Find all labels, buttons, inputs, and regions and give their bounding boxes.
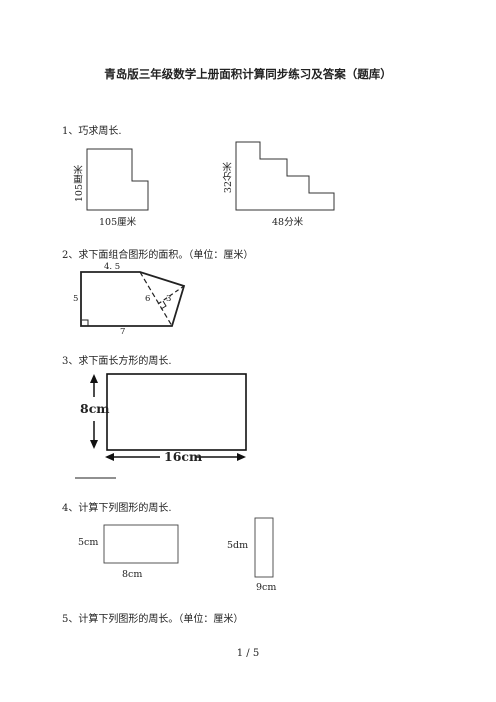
q1-figure-1-shape: [86, 148, 149, 211]
q2-left-label: 5: [73, 294, 79, 304]
question-4-text: 4、计算下列图形的周长.: [62, 503, 172, 514]
q2-bottom-label: 7: [120, 327, 126, 337]
q3-arrow-up: [90, 374, 98, 383]
q2-dashed-height: [157, 285, 185, 305]
q3-arrow-right: [237, 453, 246, 461]
q3-arrow-left: [105, 453, 114, 461]
q3-height-label: 8cm: [80, 401, 110, 416]
q2-top-label: 4. 5: [104, 262, 121, 272]
question-1-text: 1、巧求周长.: [62, 126, 122, 137]
q2-slant-label: 3: [166, 294, 172, 304]
q2-figure-shape: [80, 271, 186, 327]
q2-right-angle-mark: [160, 300, 167, 310]
page-title: 青岛版三年级数学上册面积计算同步练习及答案（题库）: [104, 67, 392, 81]
q4-fig2-width-label: 9cm: [256, 582, 277, 593]
q4-rectangle-2: [254, 517, 274, 578]
q1-fig1-side-label: 105厘米: [74, 165, 85, 203]
question-5-text: 5、计算下列图形的周长。（单位：厘米）: [62, 614, 244, 625]
page-indicator: 1 / 5: [236, 648, 260, 659]
q3-rectangle: [106, 373, 247, 451]
q1-figure-2-shape: [235, 141, 335, 211]
q4-rectangle-1: [103, 524, 179, 564]
q3-width-label: 16cm: [164, 449, 203, 464]
q1-fig1-bottom-label: 105厘米: [99, 217, 137, 228]
q4-fig2-height-label: 5dm: [227, 540, 249, 551]
q2-height-label: 6: [145, 294, 151, 304]
q4-fig1-width-label: 8cm: [122, 569, 143, 580]
question-3-text: 3、求下面长方形的周长.: [62, 356, 172, 367]
q2-dashed-divider: [139, 271, 173, 327]
q1-fig2-bottom-label: 48分米: [272, 217, 304, 228]
q1-fig2-side-label: 32分米: [223, 162, 234, 194]
q4-fig1-height-label: 5cm: [78, 537, 99, 548]
q3-arrow-down: [90, 440, 98, 449]
question-2-text: 2、求下面组合图形的面积。（单位：厘米）: [62, 250, 254, 261]
q2-corner-mark: [82, 319, 89, 326]
